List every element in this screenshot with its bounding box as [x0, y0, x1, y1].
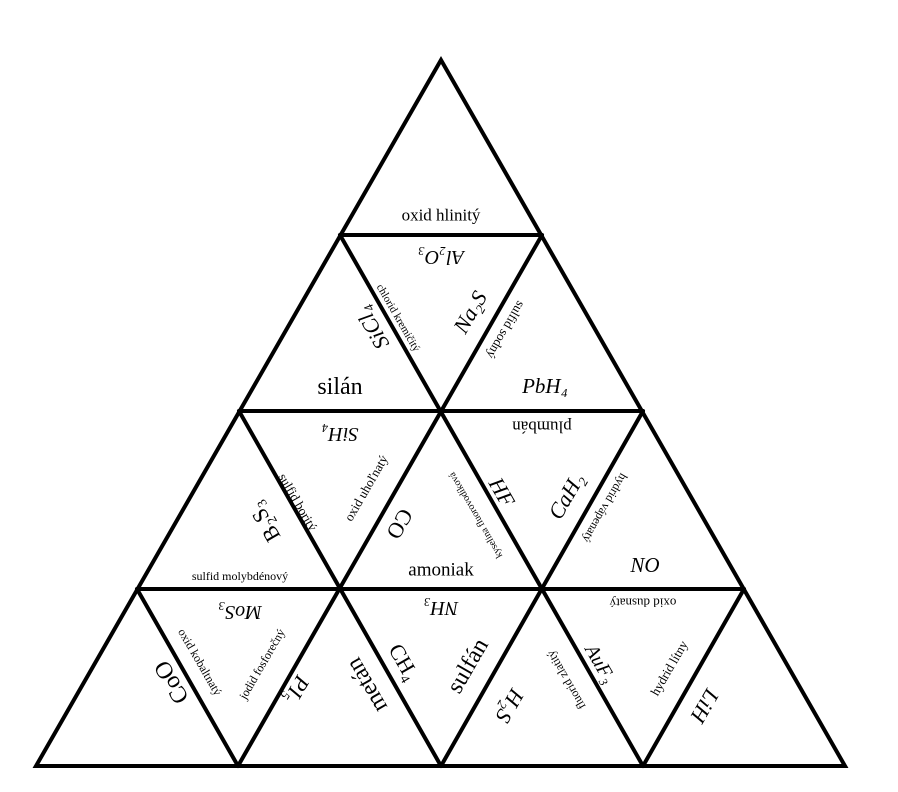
- label-co: CO: [382, 505, 419, 544]
- label-sulfid-bority: sulfid boritý: [276, 471, 321, 534]
- label-plumban: plumbán: [512, 418, 572, 437]
- label-metan: metán: [341, 653, 393, 717]
- diagonal-line: [641, 587, 746, 768]
- label-oxid-hlinity: oxid hlinitý: [402, 206, 481, 225]
- puzzle-grid-lines: [32, 55, 849, 768]
- label-hydrid-litny: hydrid lítny: [647, 637, 691, 698]
- diagonal-line: [135, 587, 240, 768]
- label-sulfid-molybdenovy: sulfid molybdénový: [192, 569, 288, 583]
- label-b2s3: B₂S₃: [243, 497, 286, 546]
- label-sih4: SiH₄: [321, 423, 358, 445]
- label-lih: LiH: [685, 684, 725, 728]
- label-amoniak: amoniak: [408, 560, 474, 581]
- label-nh3: NH₃: [424, 597, 460, 619]
- label-h2s: H₂S: [491, 684, 530, 727]
- label-sulfid-sodny: sulfid sodný: [483, 299, 528, 362]
- label-pbh4: PbH₄: [521, 374, 568, 398]
- diagonal-line: [338, 233, 645, 768]
- label-no: NO: [629, 553, 659, 577]
- label-mos3: MoS₃: [218, 601, 263, 623]
- label-oxid-dusnaty: oxid dusnatý: [609, 596, 676, 611]
- label-pi5: PI₅: [279, 671, 315, 709]
- label-hf: HF: [483, 472, 520, 511]
- label-al2o3: Al₂O₃: [418, 246, 466, 268]
- label-silan: silán: [317, 374, 362, 400]
- diagonal-line: [237, 409, 443, 768]
- diagonal-line: [236, 233, 544, 768]
